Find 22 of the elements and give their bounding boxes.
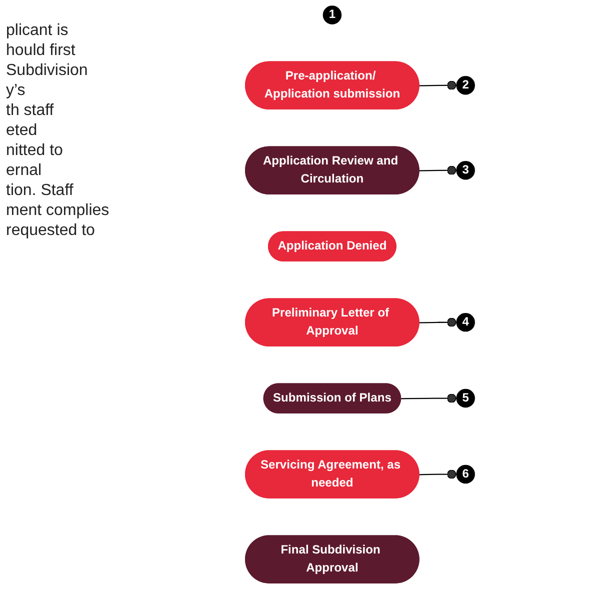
- connector: [419, 470, 457, 479]
- paragraph-fragment: ernal: [6, 162, 43, 180]
- connector: [419, 166, 457, 175]
- paragraph-fragment: eted: [6, 122, 38, 140]
- node-circle: 3: [456, 161, 475, 180]
- paragraph-fragment: ment complies: [6, 202, 110, 220]
- node-circle: 5: [456, 388, 475, 408]
- paragraph-fragment: hould first: [6, 42, 76, 60]
- paragraph-fragment: y’s: [6, 82, 26, 100]
- paragraph-fragment: tion. Staff: [6, 182, 74, 200]
- node-circle: 1: [322, 6, 342, 24]
- connector: [419, 80, 457, 90]
- paragraph-fragment: Subdivision: [6, 62, 89, 80]
- node-circle: 2: [456, 76, 475, 95]
- node-circle: 4: [456, 312, 475, 332]
- paragraph-fragment: nitted to: [6, 142, 64, 160]
- connector: [401, 394, 457, 403]
- node-circle: 6: [456, 464, 475, 484]
- paragraph-fragment: th staff: [6, 102, 55, 120]
- connector: [419, 318, 457, 327]
- paragraph-fragment: plicant is: [6, 22, 70, 40]
- paragraph-fragment: requested to: [6, 222, 96, 240]
